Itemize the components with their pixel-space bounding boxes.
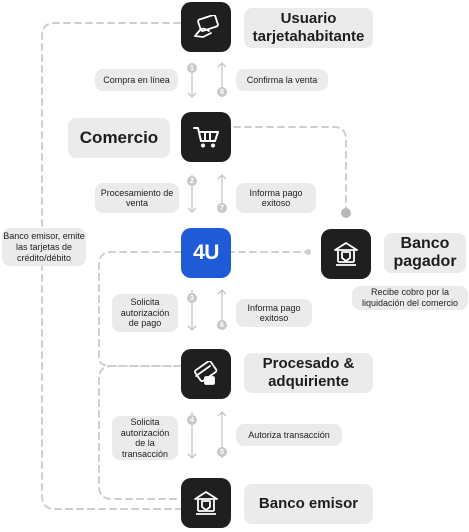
paying-bank-label: Banco pagador [384, 233, 466, 273]
card-hand-icon [192, 15, 220, 39]
step-label-4: Solicita autorización de la transacción [112, 416, 178, 460]
connector-processor-to-issuer [98, 365, 181, 500]
step-number-6: 6 [217, 320, 227, 330]
issuing-bank-node [181, 478, 231, 528]
issuing-bank-note: Banco emisor, emite las tarjetas de créd… [2, 228, 86, 266]
step-number-7: 7 [217, 203, 227, 213]
step-number-1: 1 [187, 63, 197, 73]
connector-dot [305, 249, 311, 255]
bank-icon [193, 490, 219, 516]
connector-dot [341, 208, 351, 218]
commerce-node [181, 112, 231, 162]
step-label-5: Autoriza transacción [236, 424, 342, 446]
step-label-3: Solicita autorización de pago [112, 294, 178, 332]
connector-issuer-to-user [41, 22, 181, 510]
cart-icon [192, 125, 220, 149]
paying-bank-note: Recibe cobro por la liquidación del come… [352, 286, 468, 310]
card-icon [192, 361, 220, 387]
bank-icon [333, 241, 359, 267]
step-label-8: Confirma la venta [236, 69, 328, 91]
paying-bank-node [321, 229, 371, 279]
step-number-8: 8 [217, 87, 227, 97]
step-label-1: Compra en línea [95, 69, 178, 91]
step-number-5: 5 [217, 447, 227, 457]
step-label-6: Informa pago exitoso [236, 299, 312, 327]
connector-commerce-to-payer [233, 126, 347, 213]
step-label-2: Procesamiento de venta [95, 183, 179, 213]
connector-4u-to-processor [98, 251, 182, 367]
processor-node [181, 349, 231, 399]
issuing-bank-label: Banco emisor [244, 484, 373, 524]
step-number-3: 3 [187, 293, 197, 303]
4u-node: 4U [181, 228, 231, 278]
step-label-7: Informa pago exitoso [236, 183, 316, 213]
step-number-2: 2 [187, 176, 197, 186]
processor-label: Procesado & adquiriente [244, 353, 373, 393]
commerce-label: Comercio [68, 118, 170, 158]
step-number-4: 4 [187, 415, 197, 425]
user-node [181, 2, 231, 52]
user-label: Usuario tarjetahabitante [244, 8, 373, 48]
4u-logo: 4U [193, 241, 219, 264]
